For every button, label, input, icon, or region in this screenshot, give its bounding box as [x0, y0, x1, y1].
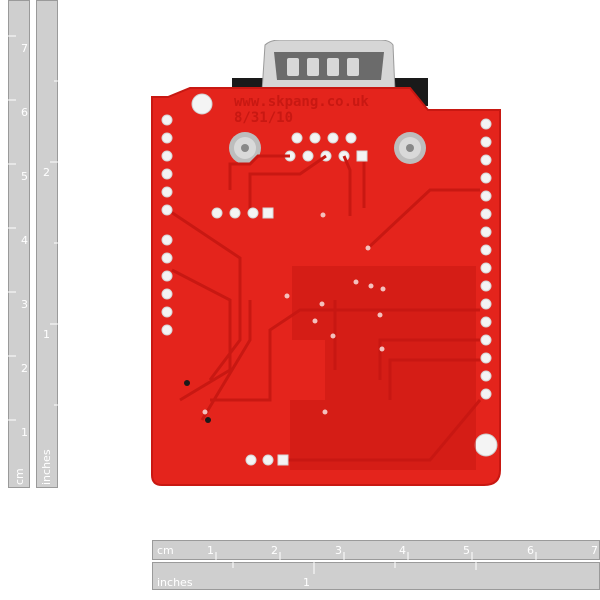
horizontal-inch-number-1: 1	[303, 576, 310, 589]
vertical-cm-number-2: 2	[21, 362, 28, 375]
vertical-inch-label: inches	[40, 449, 53, 485]
horizontal-cm-number-6: 6	[527, 544, 534, 557]
vertical-cm-number-1: 1	[21, 426, 28, 439]
horizontal-cm-ruler: cm 1 2 3 4 5 6 7	[152, 540, 600, 560]
vertical-inch-ruler: inches 1 2	[36, 0, 58, 488]
screw-head-left	[229, 132, 261, 164]
horizontal-cm-number-4: 4	[399, 544, 406, 557]
horizontal-cm-label: cm	[157, 544, 174, 557]
vertical-cm-number-5: 5	[21, 170, 28, 183]
horizontal-cm-number-3: 3	[335, 544, 342, 557]
horizontal-inch-label: inches	[157, 576, 193, 589]
silkscreen-url: www.skpang.co.uk	[234, 94, 369, 110]
copper-pour	[290, 266, 476, 470]
three-pin-pads-bottom	[245, 454, 289, 466]
pcb-board: www.skpang.co.uk 8/31/10	[150, 40, 510, 490]
silkscreen-date: 8/31/10	[234, 110, 293, 126]
horizontal-cm-number-5: 5	[463, 544, 470, 557]
vertical-cm-number-3: 3	[21, 298, 28, 311]
db9-connector	[232, 40, 428, 106]
vertical-cm-ruler: cm 1 2 3 4 5 6 7	[8, 0, 30, 488]
mounting-hole-top-left	[191, 93, 213, 115]
vertical-inch-number-1: 1	[43, 328, 50, 341]
horizontal-cm-number-1: 1	[207, 544, 214, 557]
vertical-cm-number-4: 4	[21, 234, 28, 247]
pcb-board-illustration: www.skpang.co.uk 8/31/10	[151, 40, 501, 486]
vias	[184, 212, 386, 423]
mounting-hole-bottom-right	[474, 433, 498, 457]
horizontal-inch-ruler: inches 1	[152, 562, 600, 590]
vertical-cm-number-6: 6	[21, 106, 28, 119]
vertical-cm-number-7: 7	[21, 42, 28, 55]
three-pin-pads-top	[211, 207, 274, 219]
horizontal-cm-number-2: 2	[271, 544, 278, 557]
horizontal-cm-number-7: 7	[591, 544, 598, 557]
screw-head-right	[394, 132, 426, 164]
right-header-pins	[480, 118, 492, 400]
left-header-pins	[161, 114, 173, 336]
vertical-inch-number-2: 2	[43, 166, 50, 179]
vertical-cm-label: cm	[13, 468, 26, 485]
